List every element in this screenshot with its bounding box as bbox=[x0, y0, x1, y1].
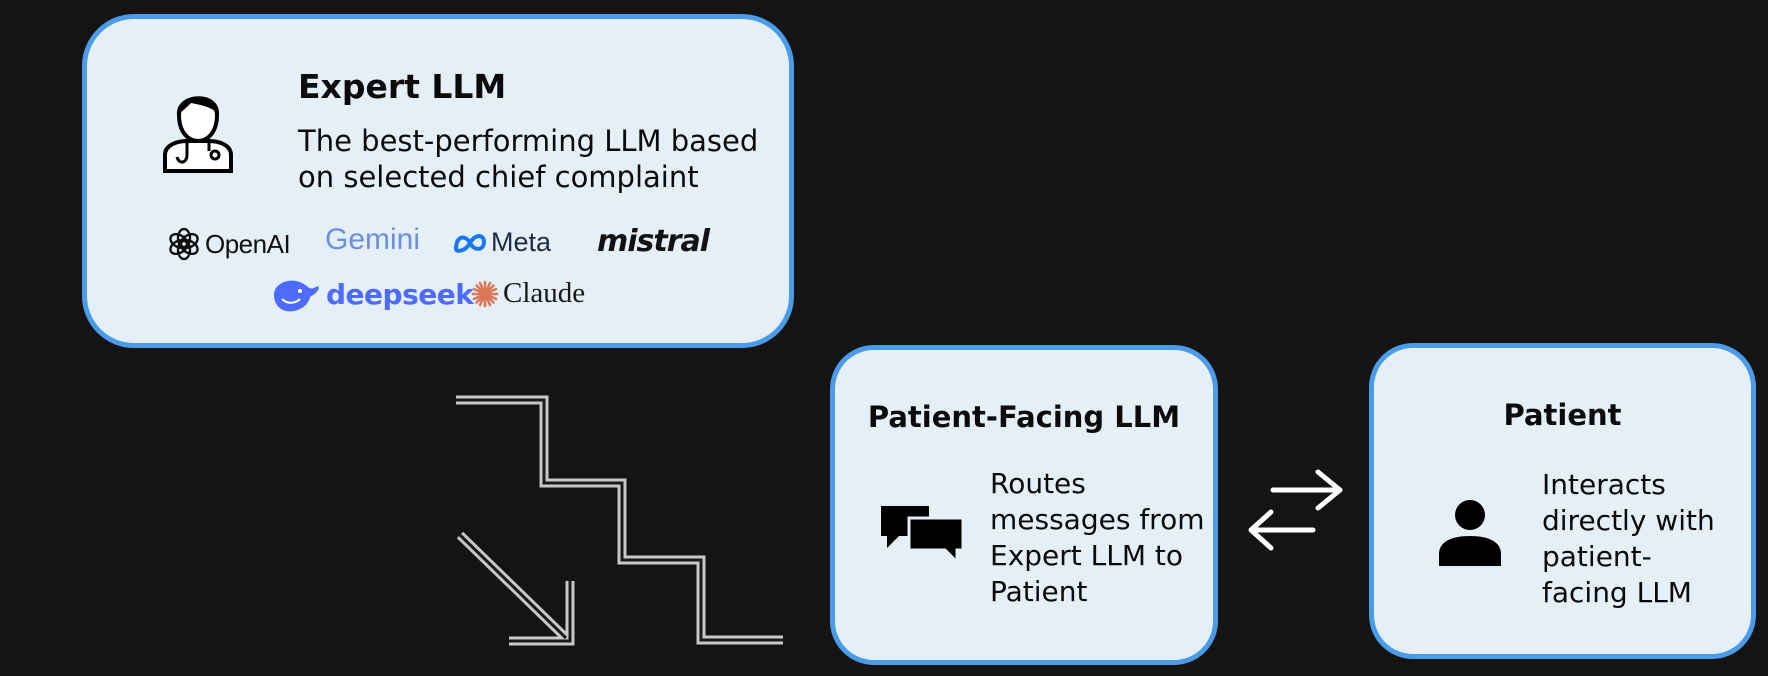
diagonal-arrow-icon bbox=[456, 531, 575, 646]
expert-llm-title: Expert LLM bbox=[298, 67, 507, 106]
expert-llm-description: The best-performing LLM based on selecte… bbox=[298, 124, 759, 194]
chat-bubbles-icon bbox=[881, 506, 965, 564]
meta-logo-text: Meta bbox=[491, 227, 552, 257]
patient-description: Interacts directly with patient- facing … bbox=[1542, 468, 1715, 609]
claude-logo-text: Claude bbox=[503, 277, 586, 309]
openai-logo: OpenAI bbox=[167, 227, 291, 261]
patient-facing-llm-description: Routes messages from Expert LLM to Patie… bbox=[990, 467, 1205, 608]
mistral-logo: mistral bbox=[597, 224, 710, 259]
openai-icon bbox=[169, 227, 199, 261]
claude-logo: Claude bbox=[471, 277, 585, 310]
doctor-icon bbox=[163, 96, 233, 173]
whale-icon bbox=[274, 280, 319, 312]
patient-facing-llm-title: Patient-Facing LLM bbox=[867, 400, 1181, 434]
gemini-logo-text: Gemini bbox=[325, 223, 421, 256]
meta-logo: Meta bbox=[453, 227, 551, 258]
stair-connector-icon bbox=[456, 395, 783, 645]
gemini-logo: Gemini bbox=[325, 223, 420, 257]
person-icon bbox=[1439, 500, 1501, 566]
expert-llm-box: Expert LLM The best-performing LLM based… bbox=[82, 14, 794, 348]
deepseek-logo-text: deepseek bbox=[326, 277, 474, 311]
openai-logo-text: OpenAI bbox=[205, 228, 291, 259]
claude-sunburst-icon bbox=[471, 280, 499, 307]
mistral-logo-text: mistral bbox=[597, 224, 710, 259]
bidirectional-arrows-icon bbox=[1248, 469, 1343, 551]
meta-infinity-icon bbox=[453, 233, 487, 253]
patient-title: Patient bbox=[1503, 398, 1622, 432]
patient-box: Patient Interacts directly with patient-… bbox=[1369, 343, 1756, 659]
patient-facing-llm-box: Patient-Facing LLM Routes messages from … bbox=[830, 345, 1218, 665]
deepseek-logo: deepseek bbox=[270, 275, 474, 313]
